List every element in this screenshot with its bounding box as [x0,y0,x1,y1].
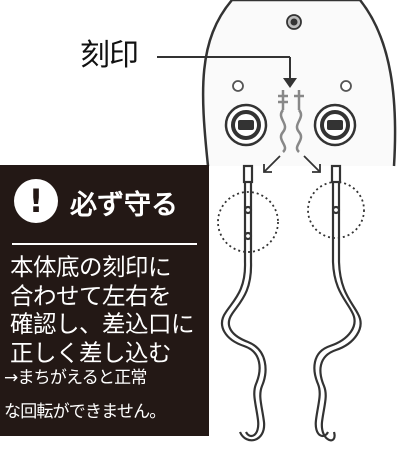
warning-note-line: な回転ができません。 [4,402,166,422]
warning-divider [12,243,197,245]
warning-body: 本体底の刻印に 合わせて左右を 確認し、差込口に 正しく差し込む [10,253,205,367]
screw-icon [286,14,302,30]
engraving-mark [278,90,304,153]
warning-header: ! 必ず守る [0,165,209,237]
indicator-dot-left [232,80,244,92]
callout-arrowhead [283,78,297,88]
arrow-left-down [263,155,281,173]
warning-body-line: 確認し、差込口に [10,310,195,338]
socket-right [313,103,357,147]
dotted-highlight-left [217,191,279,253]
dough-hook-right [313,164,362,442]
warning-box: ! 必ず守る 本体底の刻印に 合わせて左右を 確認し、差込口に 正しく差し込む … [0,165,209,436]
arrow-right-down [303,155,321,173]
exclamation-icon: ! [14,179,58,223]
indicator-dot-right [340,80,352,92]
engraving-label: 刻印 [80,38,139,73]
warning-note: →まちがえると正常 な回転ができません。 [4,361,209,429]
warning-body-line: 本体底の刻印に [10,253,172,281]
dotted-highlight-right [307,181,365,239]
warning-body-line: 合わせて左右を [10,281,172,310]
dough-hook-left [220,164,267,442]
warning-note-line: →まちがえると正常 [4,368,147,388]
warning-body-line: 正しく差し込む [10,338,172,367]
socket-left [224,103,268,147]
warning-title: 必ず守る [70,190,178,221]
